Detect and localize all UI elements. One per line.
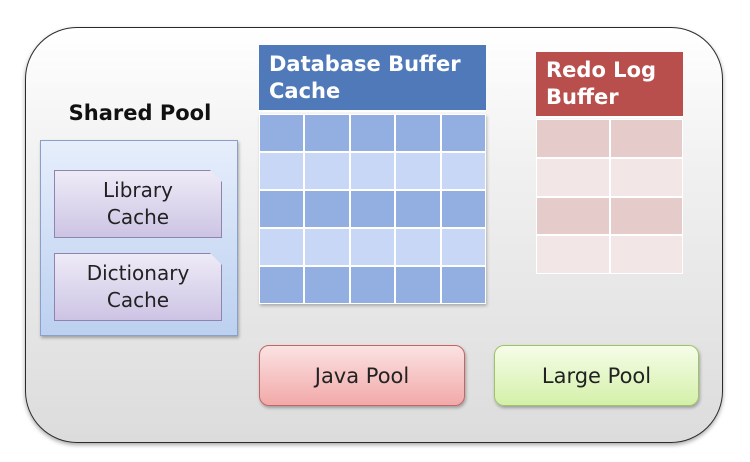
buffer-cell	[304, 228, 350, 266]
redo-cell	[536, 119, 610, 158]
buffer-cell	[440, 228, 486, 266]
buffer-cell	[440, 152, 486, 190]
redo-cell	[609, 157, 683, 197]
shared-pool-title: Shared Pool	[68, 101, 212, 125]
buffer-cell	[349, 266, 396, 304]
buffer-cell	[304, 266, 350, 304]
buffer-cell	[259, 114, 305, 152]
redo-cell	[536, 157, 610, 197]
buffer-cell	[349, 152, 396, 190]
buffer-cell	[440, 266, 486, 304]
redo-log-buffer-title: Redo Log Buffer	[536, 52, 683, 118]
buffer-cell	[440, 190, 486, 228]
buffer-cell	[259, 152, 305, 190]
large-pool-box: Large Pool	[494, 345, 699, 406]
buffer-cell	[304, 190, 350, 228]
buffer-cell	[349, 228, 396, 266]
redo-cell	[609, 196, 683, 236]
buffer-cell	[259, 266, 305, 304]
buffer-cell	[395, 266, 441, 304]
redo-cell	[609, 235, 683, 274]
buffer-cell	[349, 190, 396, 228]
database-buffer-cache-grid	[259, 114, 486, 304]
library-cache-box: Library Cache	[54, 170, 222, 238]
redo-cell	[609, 119, 683, 158]
redo-cell	[536, 235, 610, 274]
buffer-cell	[304, 114, 350, 152]
database-buffer-cache-title: Database Buffer Cache	[259, 45, 486, 112]
buffer-cell	[440, 114, 486, 152]
buffer-cell	[349, 114, 396, 152]
buffer-cell	[395, 228, 441, 266]
redo-log-buffer-grid	[536, 119, 683, 274]
buffer-cell	[259, 228, 305, 266]
buffer-cell	[395, 190, 441, 228]
buffer-cell	[395, 152, 441, 190]
buffer-cell	[259, 190, 305, 228]
buffer-cell	[304, 152, 350, 190]
java-pool-box: Java Pool	[259, 345, 465, 406]
buffer-cell	[395, 114, 441, 152]
redo-cell	[536, 196, 610, 236]
dictionary-cache-box: Dictionary Cache	[54, 253, 222, 321]
